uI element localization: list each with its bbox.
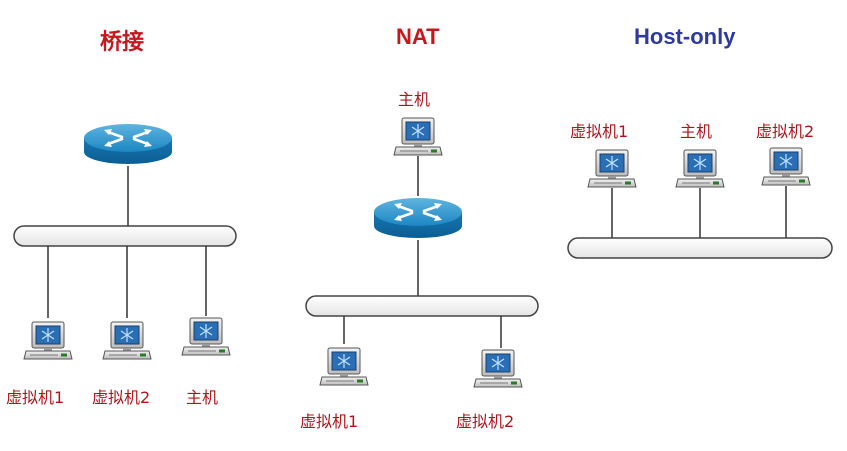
hostonly-host-label: 主机 <box>680 122 713 141</box>
computer-icon <box>473 349 523 388</box>
computer-icon <box>393 117 443 156</box>
computer-icon <box>181 317 231 356</box>
network-bus <box>305 295 539 317</box>
router-icon <box>82 122 174 166</box>
network-bus <box>13 225 237 247</box>
computer-icon <box>675 149 725 188</box>
bridge-title: 桥接 <box>100 29 145 54</box>
hostonly-vm1-label: 虚拟机1 <box>570 122 629 141</box>
computer-icon <box>102 321 152 360</box>
nat-vm1-label: 虚拟机1 <box>300 412 359 431</box>
computer-icon <box>587 149 637 188</box>
bridge-vm2-label: 虚拟机2 <box>92 388 151 407</box>
nat-title: NAT <box>396 24 440 49</box>
router-icon <box>372 196 464 240</box>
computer-icon <box>23 321 73 360</box>
hostonly-vm2-label: 虚拟机2 <box>756 122 815 141</box>
computer-icon <box>761 147 811 186</box>
bridge-vm1-label: 虚拟机1 <box>6 388 65 407</box>
computer-icon <box>319 347 369 386</box>
nat-vm2-label: 虚拟机2 <box>456 412 515 431</box>
network-bus <box>567 237 833 259</box>
nat-host-label: 主机 <box>398 90 431 109</box>
bridge-diagram <box>13 122 237 360</box>
host-only-title: Host-only <box>634 24 736 49</box>
bridge-host-label: 主机 <box>186 388 219 407</box>
nat-diagram <box>305 117 539 388</box>
host-only-diagram <box>567 147 833 259</box>
